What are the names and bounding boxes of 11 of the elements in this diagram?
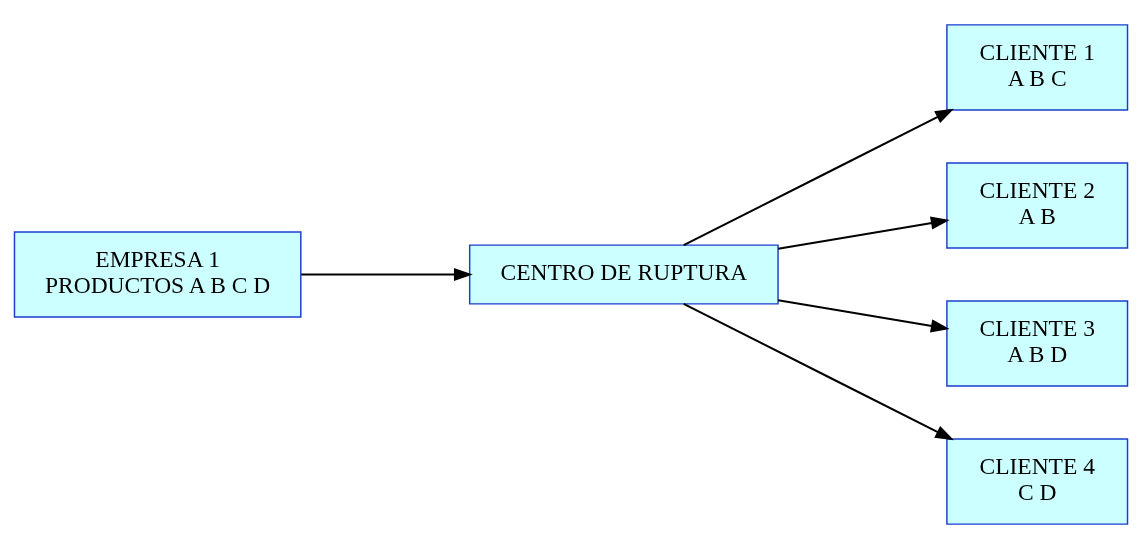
node-box: CLIENTE 1 A B C <box>946 23 1129 111</box>
node-box: CLIENTE 2 A B <box>946 161 1129 249</box>
arrow <box>301 267 473 281</box>
arrow <box>683 108 954 246</box>
node-box: CLIENTE 4 C D <box>946 437 1129 525</box>
arrow <box>778 298 950 332</box>
arrow <box>683 302 954 440</box>
node-box: CENTRO DE RUPTURA <box>468 243 779 305</box>
node-box: EMPRESA 1 PRODUCTOS A B C D <box>13 230 302 318</box>
node-box: CLIENTE 3 A B D <box>946 299 1129 387</box>
arrow <box>778 216 950 250</box>
